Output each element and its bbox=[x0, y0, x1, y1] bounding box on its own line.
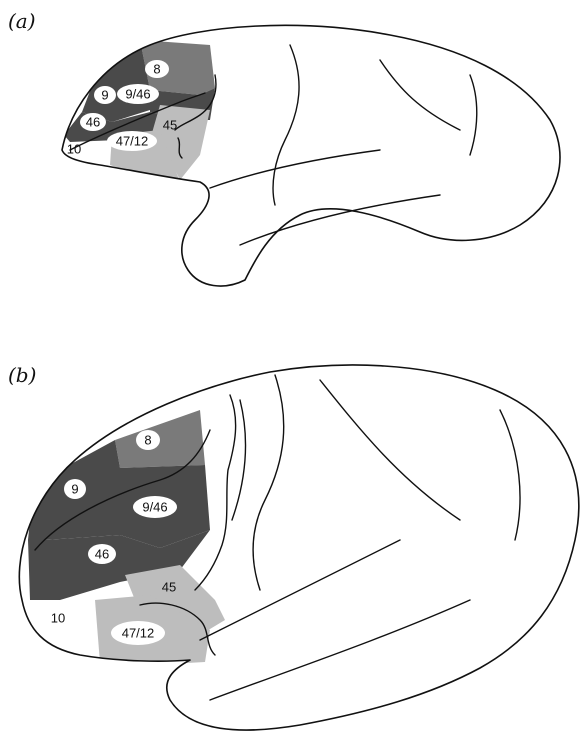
panel-a-area-47-12: 47/12 bbox=[116, 134, 149, 149]
panel-a-area-8: 8 bbox=[153, 62, 160, 77]
panel-a-region-9 bbox=[82, 40, 150, 122]
panel-b-sylvian-fissure bbox=[200, 540, 400, 640]
panel-b-area-9-46: 9/46 bbox=[142, 500, 167, 515]
panel-b-label: (b) bbox=[8, 363, 36, 387]
panel-a-area-10: 10 bbox=[67, 142, 81, 157]
panel-b-lunate-sulcus bbox=[500, 410, 520, 540]
panel-a: (a) 8 9 9/46 46 bbox=[8, 9, 560, 286]
panel-b-area-8: 8 bbox=[144, 433, 151, 448]
panel-a-area-46: 46 bbox=[86, 115, 100, 130]
panel-a-sts bbox=[240, 195, 440, 245]
panel-a-central-sulcus bbox=[273, 45, 299, 205]
panel-a-regions bbox=[64, 40, 215, 182]
panel-a-intraparietal-sulcus bbox=[380, 60, 460, 130]
panel-b-precentral-sulcus bbox=[232, 400, 246, 520]
panel-a-sylvian-fissure bbox=[210, 150, 380, 188]
panel-b-area-45: 45 bbox=[162, 580, 176, 595]
panel-b-area-9: 9 bbox=[71, 482, 78, 497]
panel-b-central-sulcus bbox=[253, 375, 284, 590]
panel-a-label: (a) bbox=[8, 9, 36, 33]
panel-a-lunate-sulcus bbox=[470, 75, 477, 155]
panel-a-area-45: 45 bbox=[163, 118, 177, 133]
panel-a-area-9: 9 bbox=[101, 88, 108, 103]
panel-b-area-46: 46 bbox=[95, 547, 109, 562]
panel-b-area-47-12: 47/12 bbox=[122, 626, 155, 641]
panel-b: (b) 8 9 9/46 4 bbox=[8, 363, 579, 730]
panel-b-area-10: 10 bbox=[51, 611, 65, 626]
panel-b-intraparietal-sulcus bbox=[320, 380, 460, 520]
panel-a-area-9-46: 9/46 bbox=[125, 87, 150, 102]
